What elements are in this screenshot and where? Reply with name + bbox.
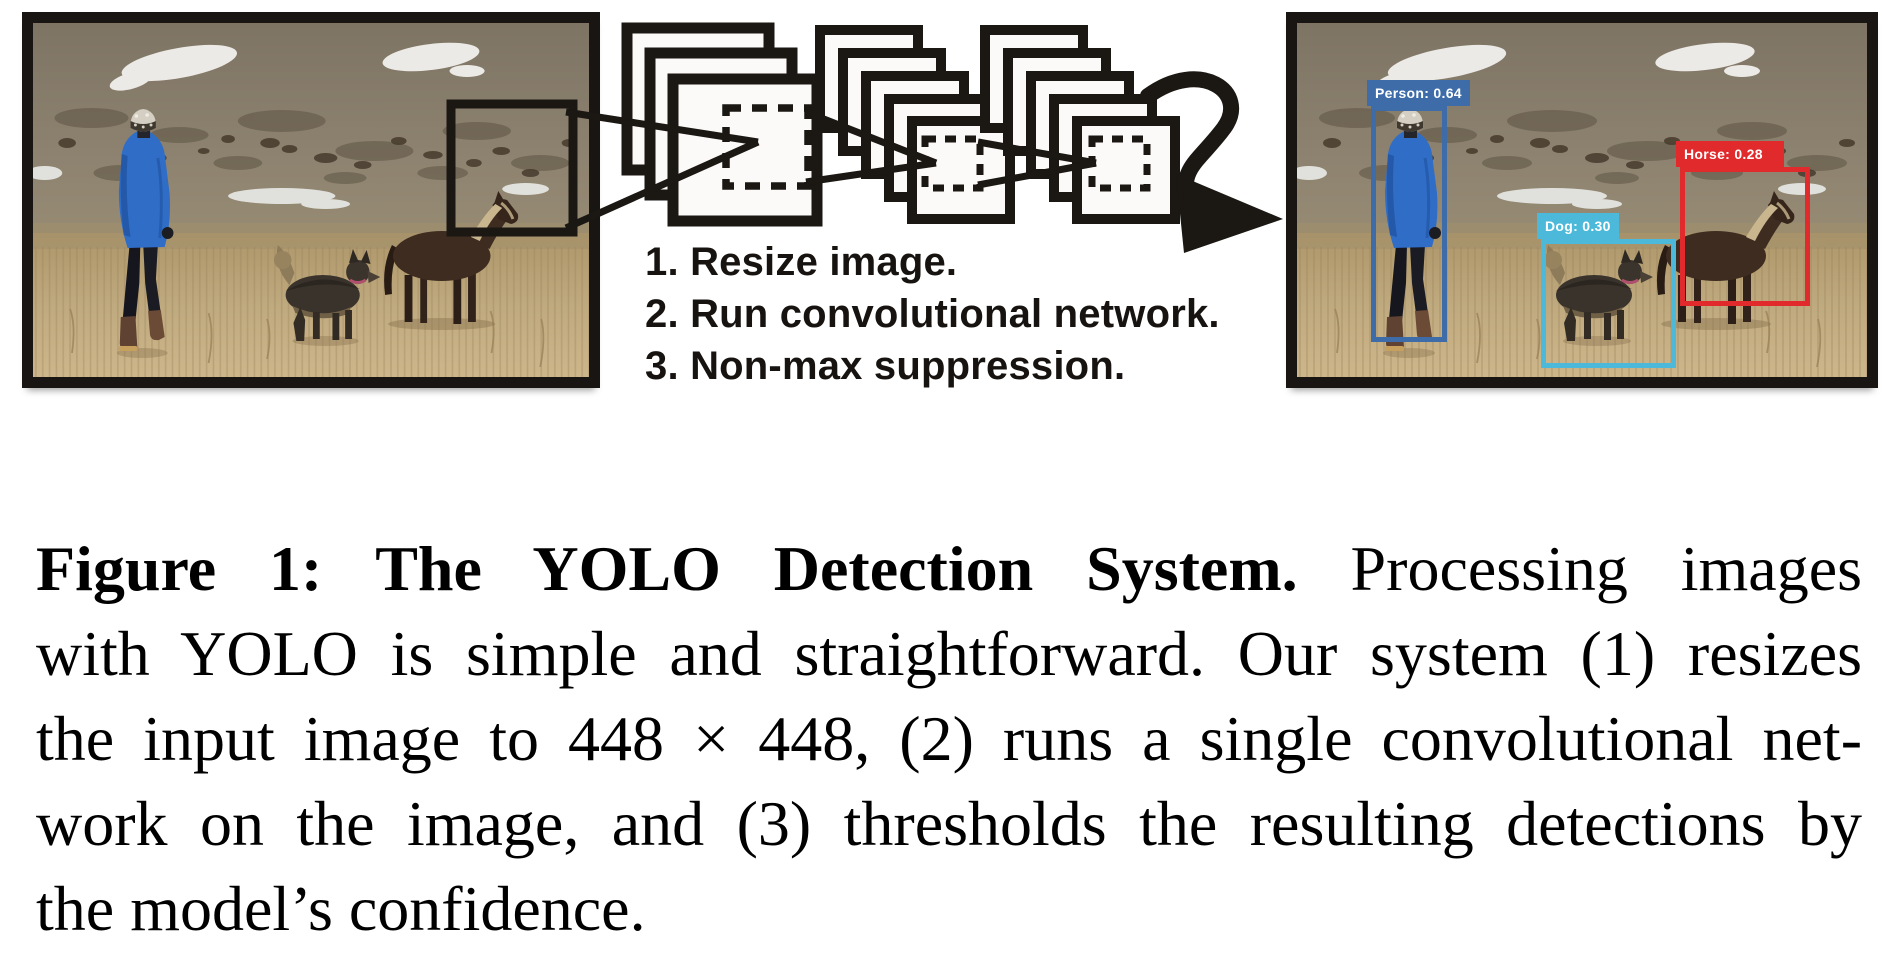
pipeline-step-2: 2. Run convolutional network. [645, 292, 1220, 336]
caption-title: The YOLO Detection System. [375, 533, 1298, 604]
cnn-stack-2-icon [815, 25, 1015, 224]
caption-figure-label: Figure 1: [36, 533, 323, 604]
output-photo-panel: Person: 0.64 Dog: 0.30 Horse: 0.28 [1286, 12, 1878, 388]
detection-box-dog [1541, 239, 1676, 368]
detection-label-horse: Horse: 0.28 [1676, 141, 1784, 167]
caption-text: Processing images [1350, 533, 1863, 604]
projection-lines [564, 108, 1097, 232]
detection-label-dog: Dog: 0.30 [1537, 213, 1619, 239]
caption-line-4: work on the image, and (3) thresholds th… [36, 788, 1862, 859]
figure-caption: Figure 1: The YOLO Detection System. Pro… [36, 526, 1862, 951]
input-photo [33, 23, 589, 377]
flow-arrow-icon [1140, 71, 1283, 253]
cnn-stack-3-icon [980, 25, 1180, 224]
caption-line-1: Figure 1: The YOLO Detection System. Pro… [36, 526, 1862, 611]
detection-box-person [1371, 106, 1447, 342]
detection-label-person: Person: 0.64 [1367, 80, 1470, 106]
detection-box-horse [1680, 167, 1810, 306]
pipeline-steps-list: 1. Resize image. 2. Run convolutional ne… [645, 236, 1220, 392]
caption-line-2: with YOLO is simple and straightforward.… [36, 618, 1862, 689]
cnn-stack-1-icon [621, 22, 823, 227]
pipeline-step-3: 3. Non-max suppression. [645, 344, 1126, 388]
caption-line-5: the model’s confidence. [36, 873, 646, 944]
pipeline-step-1: 1. Resize image. [645, 240, 958, 284]
caption-line-3: the input image to 448 × 448, (2) runs a… [36, 703, 1862, 774]
receptive-field-dashed-boxes [722, 104, 1151, 192]
input-photo-panel [22, 12, 600, 388]
